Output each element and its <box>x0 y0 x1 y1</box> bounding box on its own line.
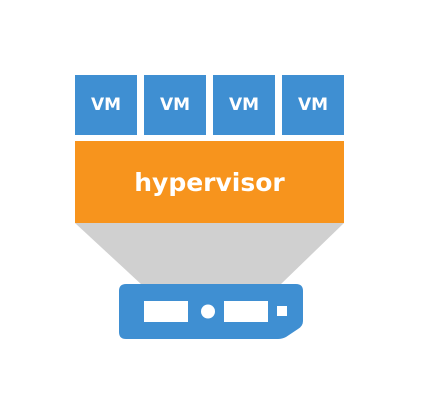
vm-label: VM <box>297 95 329 115</box>
projection-funnel <box>75 223 344 285</box>
vm-label: VM <box>159 95 191 115</box>
vm-box-1: VM <box>75 75 137 135</box>
hypervisor-layer: hypervisor <box>75 141 344 223</box>
hypervisor-label: hypervisor <box>134 167 285 197</box>
vm-box-4: VM <box>282 75 344 135</box>
vm-label: VM <box>90 95 122 115</box>
vm-box-2: VM <box>144 75 206 135</box>
vm-label: VM <box>228 95 260 115</box>
vm-box-3: VM <box>213 75 275 135</box>
server-icon <box>119 284 303 339</box>
